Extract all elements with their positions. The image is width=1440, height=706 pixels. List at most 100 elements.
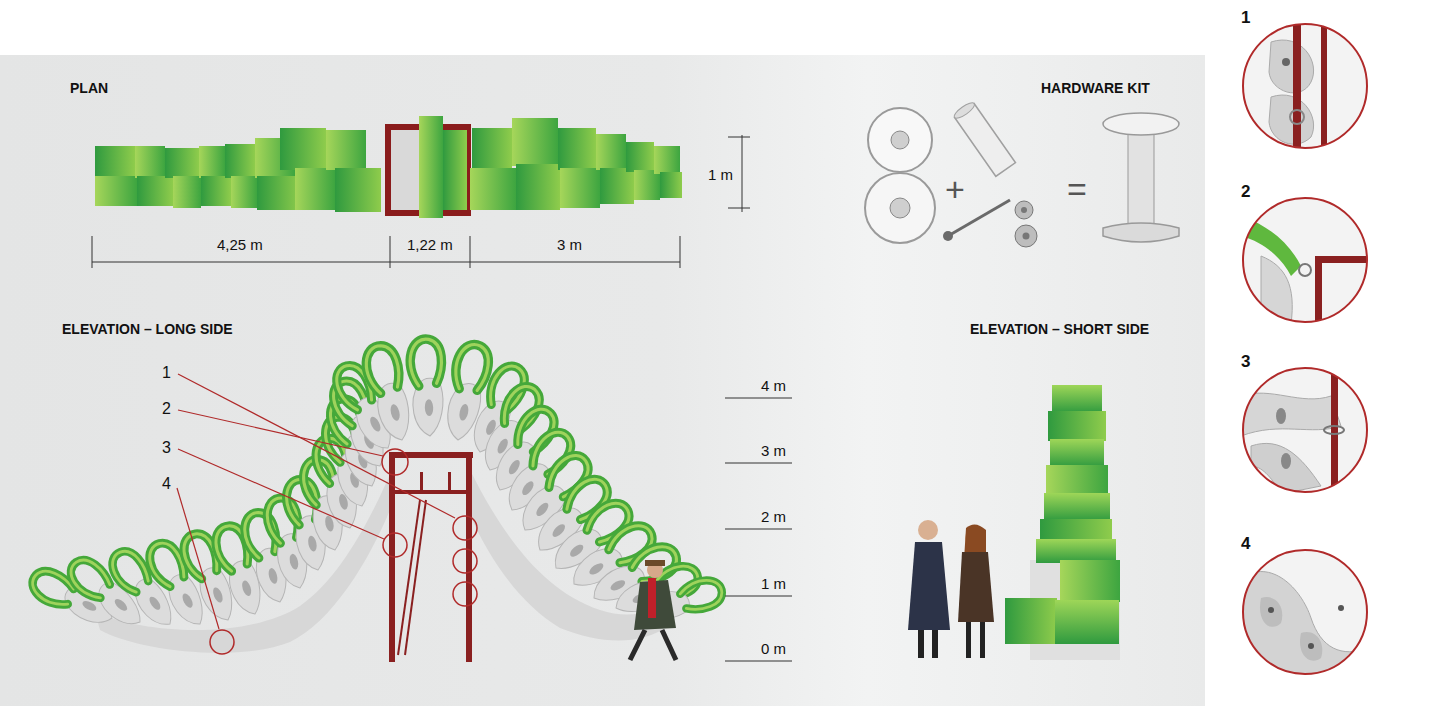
art-rect [648,578,656,618]
detail-part [1315,256,1322,324]
section-heading: HARDWARE KIT [1041,80,1150,96]
detail-picture [1241,366,1344,494]
art-circle [865,173,935,243]
short-elevation [908,385,1120,660]
detail-part [1276,408,1286,424]
art-path [908,542,950,630]
detail-outline [1241,22,1369,150]
art-rect [626,142,654,172]
height-label: 4 m [761,377,786,394]
art-rect [173,176,201,208]
art-line [725,596,792,597]
art-rect [966,622,971,658]
detail-part [1338,605,1344,611]
art-rect [135,146,165,178]
detail-ground [1243,24,1367,148]
art-g [177,374,455,629]
detail-part [1324,426,1344,434]
art-rect [980,622,985,658]
detail-part [1321,22,1327,150]
art-rect [389,452,473,458]
art-g [210,449,477,654]
art-rect [295,168,335,210]
art-line [178,449,384,539]
detail-circle: 4 [1241,548,1369,676]
art-line [725,661,792,662]
detail-part [1269,95,1314,144]
art-rect [600,168,634,204]
art-rect [1050,439,1104,467]
art-path [958,552,994,622]
art-line [725,463,792,464]
detail-ring [1243,198,1367,322]
art-path [1103,223,1179,242]
art-ellipse [952,100,976,120]
detail-part [1269,40,1314,93]
detail-ring [1243,550,1367,674]
detail-part [1300,632,1322,661]
art-rect [95,176,137,206]
art-rect [660,172,682,198]
art-rect [932,630,938,658]
detail-part [1241,572,1369,676]
art-rect [472,128,512,170]
art-rect [326,130,366,170]
callout-number: 2 [162,400,171,418]
operator-symbol: + [945,170,965,209]
callout-number: 4 [162,475,171,493]
art-rect [137,176,173,206]
callout-number: 3 [162,439,171,457]
long-elevation [27,339,725,662]
art-rect [257,176,301,210]
art-rect [95,146,135,178]
art-line [662,630,676,660]
dimension-label: 1,22 m [407,236,453,253]
art-rect [654,146,680,174]
height-label: 0 m [761,640,786,657]
art-rect [201,176,231,206]
art-circle [210,630,234,654]
art-g [952,100,1015,176]
art-rect [199,146,225,178]
art-circle [453,516,477,540]
art-rect [516,164,560,210]
art-rect [231,176,257,208]
dimension-label: 1 m [708,166,733,183]
art-line [177,488,219,629]
art-circle [891,131,909,149]
art-line [680,236,681,268]
art-line [630,630,645,660]
art-circle [868,108,932,172]
detail-part [1299,264,1311,276]
art-circle [383,533,407,557]
detail-part [1261,256,1292,324]
art-line [178,374,455,518]
art-rect [645,560,665,566]
art-line [405,500,426,655]
art-rect [1060,560,1120,602]
art-rect [918,630,924,658]
art-line [390,236,391,268]
art-rect [1040,519,1112,541]
art-line [728,208,750,209]
detail-circle: 3 [1241,366,1369,494]
detail-number: 3 [1241,352,1250,372]
art-circle [1023,233,1030,240]
art-line [742,135,743,212]
art-rect [558,128,596,170]
art-rect [560,168,600,208]
art-line [178,410,383,456]
detail-number: 2 [1241,182,1250,202]
art-rect [1055,600,1119,644]
art-ellipse [1103,113,1179,135]
art-rect [420,472,423,492]
art-line [728,137,750,138]
sheet-ground [0,55,1205,706]
detail-part [1251,443,1321,494]
art-rect [512,118,558,166]
detail-picture [1241,572,1369,676]
operator-symbol: = [1067,170,1087,209]
art-rect [165,148,199,178]
